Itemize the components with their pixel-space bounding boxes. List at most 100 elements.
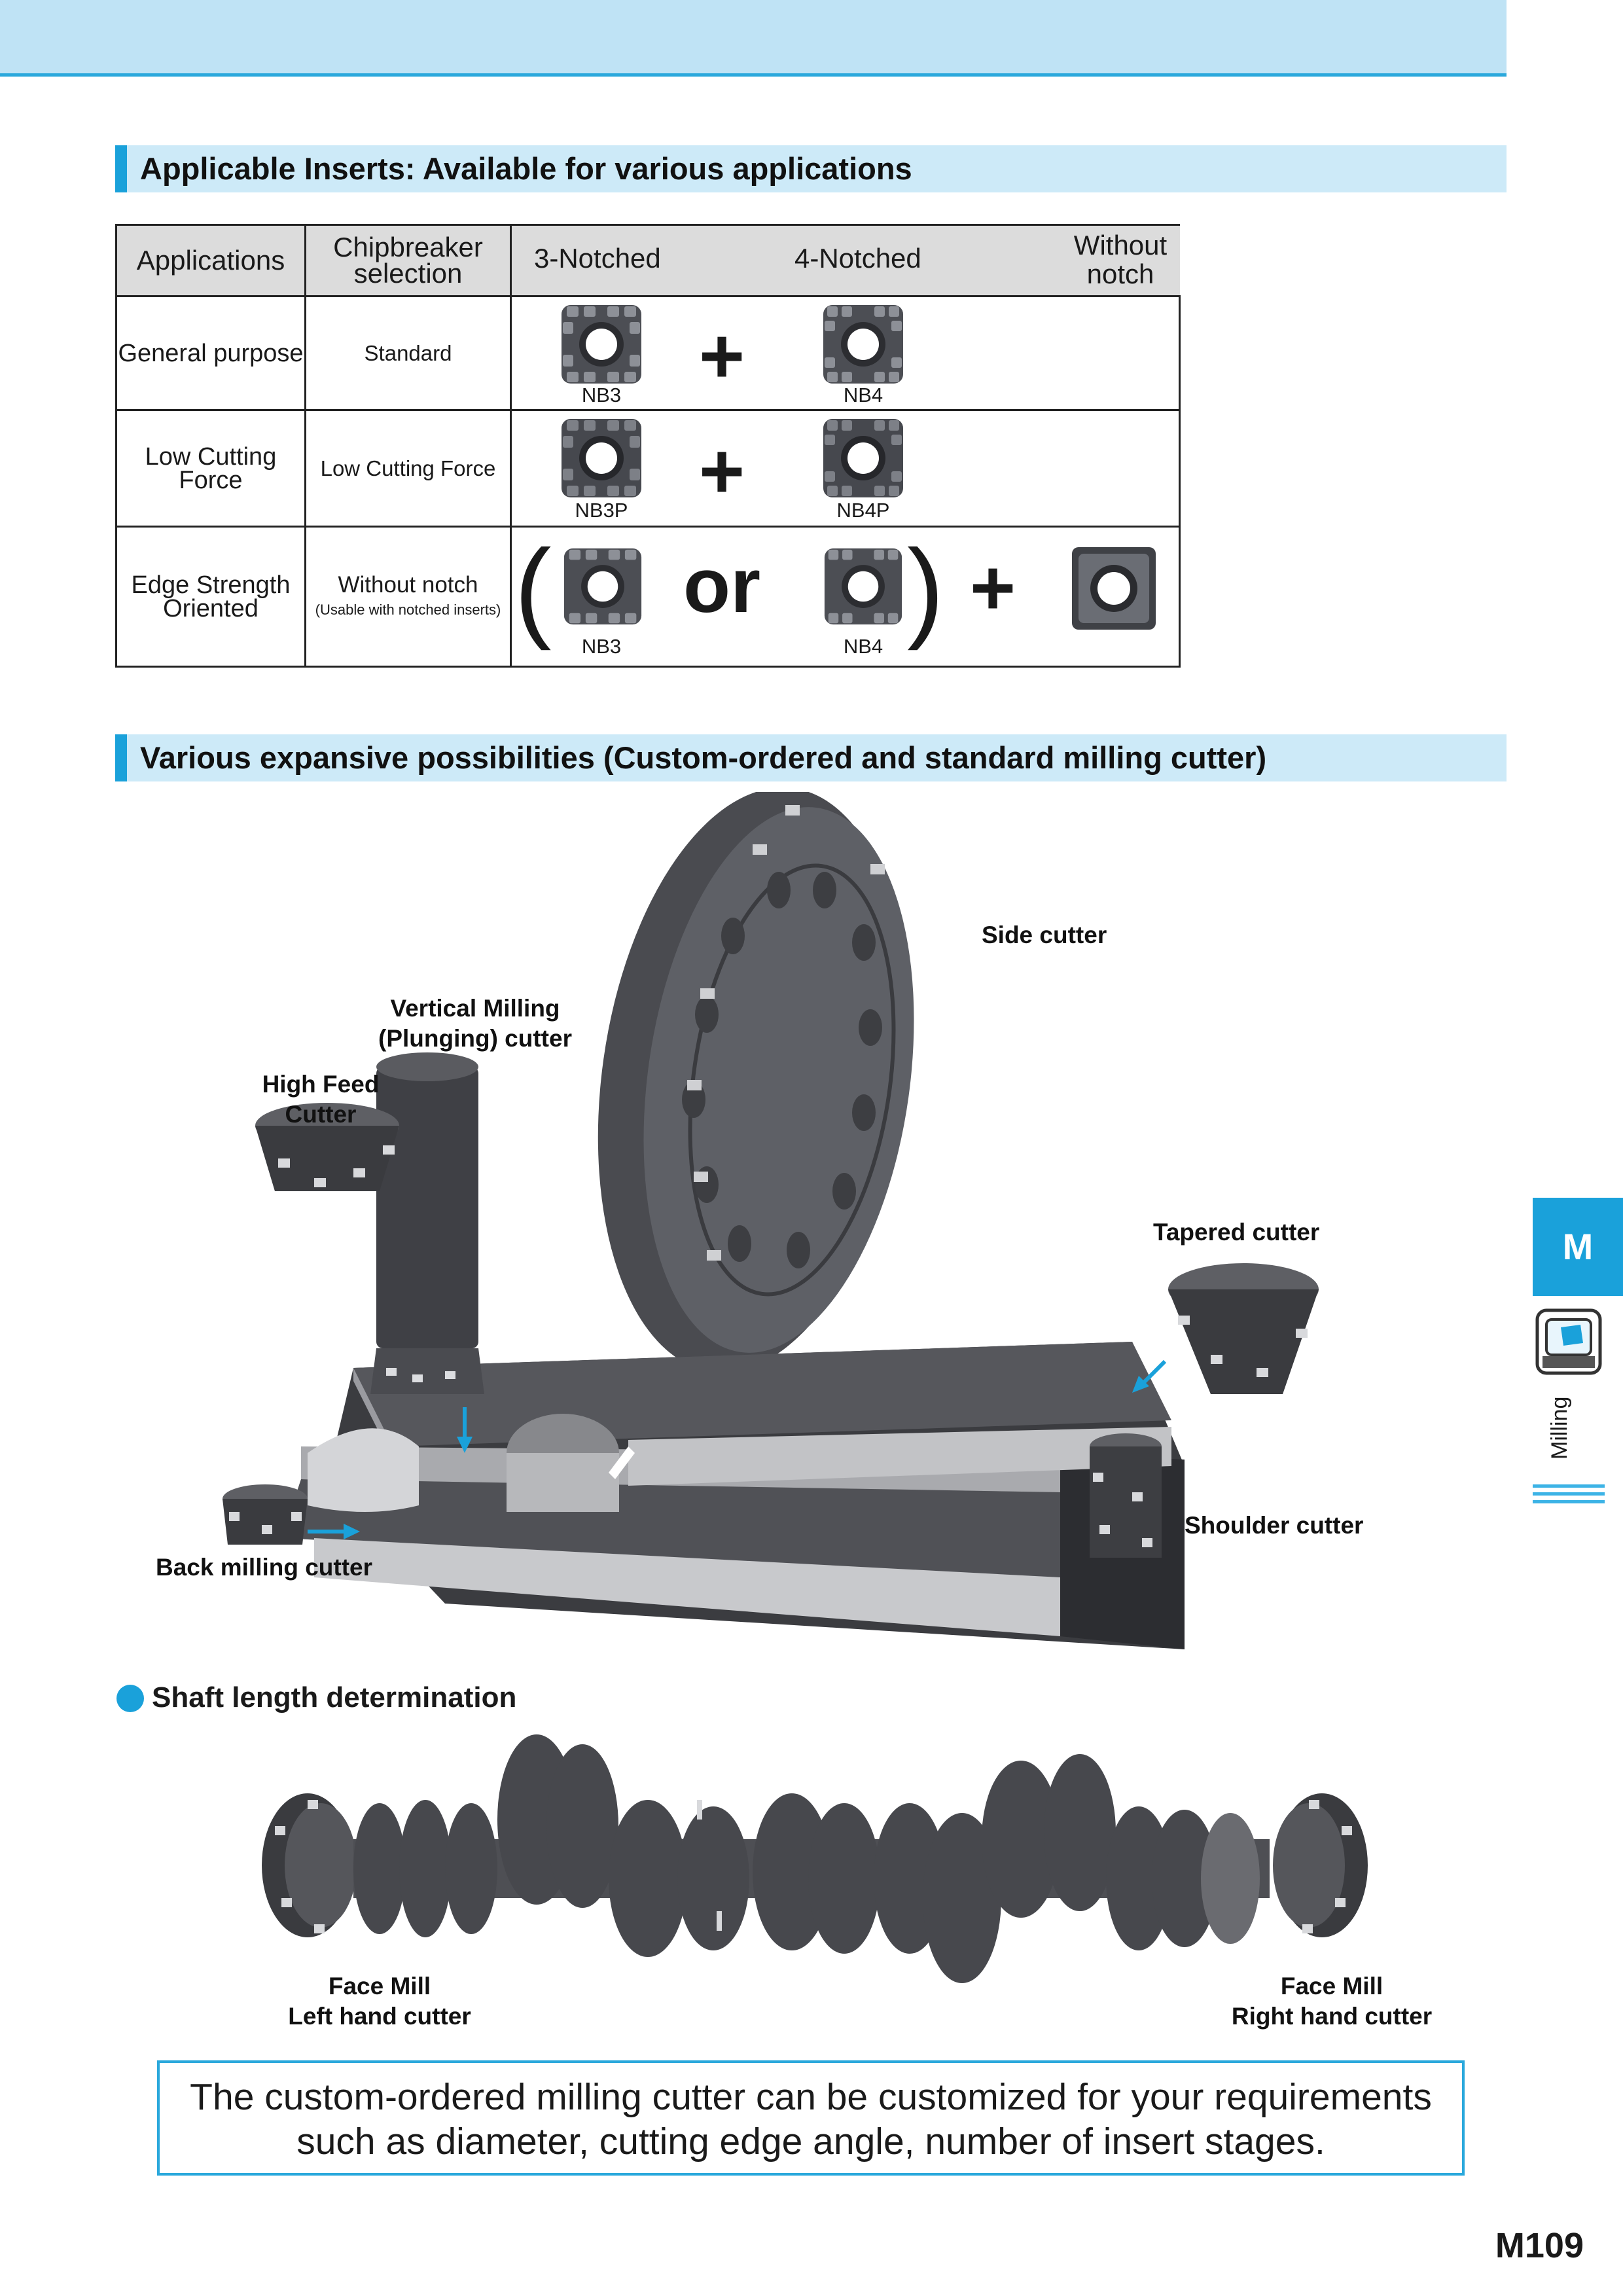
note-line1: The custom-ordered milling cutter can be… bbox=[190, 2076, 1432, 2118]
category-tab-m[interactable]: M bbox=[1533, 1198, 1623, 1296]
label-vertical-line2: (Plunging) cutter bbox=[378, 1025, 572, 1052]
cell-chipbreaker: Low Cutting Force bbox=[304, 409, 512, 528]
chip-label: Standard bbox=[364, 340, 452, 365]
or-word: or bbox=[683, 543, 760, 629]
cell-chipbreaker: Standard bbox=[304, 295, 512, 411]
header-4-notched: 4-Notched bbox=[794, 243, 921, 274]
cell-application: General purpose bbox=[115, 295, 306, 411]
tapered-cutter bbox=[1168, 1263, 1319, 1394]
shoulder-cutter bbox=[1090, 1433, 1162, 1558]
note-line2: such as diameter, cutting edge angle, nu… bbox=[296, 2121, 1325, 2162]
section-header-possibilities: Various expansive possibilities (Custom-… bbox=[115, 734, 1507, 781]
header-applications: Applications bbox=[115, 224, 306, 297]
section-marker bbox=[115, 145, 127, 192]
label-vertical-line1: Vertical Milling bbox=[390, 995, 560, 1022]
cutters-illustration bbox=[223, 792, 1319, 1649]
divider-stripe bbox=[1533, 1492, 1605, 1496]
header-3-notched: 3-Notched bbox=[534, 243, 661, 274]
insert-code: NB4 bbox=[843, 635, 883, 658]
app-label-line2: Force bbox=[179, 466, 243, 494]
insert-4-notched-icon bbox=[823, 305, 903, 384]
insert-code: NB4 bbox=[843, 384, 883, 406]
label-shoulder-cutter: Shoulder cutter bbox=[1185, 1512, 1364, 1539]
insert-4-notched-icon bbox=[824, 548, 902, 625]
insert-code: NB3 bbox=[581, 384, 622, 406]
label-side-cutter: Side cutter bbox=[982, 922, 1107, 948]
insert-3-notched-p-icon bbox=[562, 419, 641, 497]
app-label: General purpose bbox=[118, 339, 304, 367]
chip-label: Without notch bbox=[338, 572, 478, 598]
plus-symbol: + bbox=[699, 312, 745, 400]
section-title: Applicable Inserts: Available for variou… bbox=[140, 151, 912, 186]
divider-stripe bbox=[1533, 1500, 1605, 1503]
insert-3-notched-icon bbox=[563, 548, 642, 625]
chip-label: Low Cutting Force bbox=[320, 456, 496, 480]
label-left-line1: Face Mill bbox=[328, 1973, 431, 2000]
app-label-line1: Edge Strength bbox=[131, 571, 291, 599]
label-right-line2: Right hand cutter bbox=[1231, 2003, 1433, 2030]
side-cutter-disc bbox=[597, 792, 914, 1372]
label-back-milling: Back milling cutter bbox=[156, 1554, 373, 1581]
crankshaft-illustration bbox=[262, 1734, 1368, 1983]
crankshaft-body bbox=[353, 1734, 1270, 1983]
divider-stripe bbox=[1533, 1484, 1605, 1488]
insert-code: NB3P bbox=[575, 499, 628, 522]
section-marker bbox=[115, 734, 127, 781]
bullet-dot bbox=[116, 1685, 144, 1712]
custom-order-note: The custom-ordered milling cutter can be… bbox=[157, 2060, 1465, 2176]
header-chipbreaker-line2: selection bbox=[353, 258, 463, 289]
plus-symbol: + bbox=[970, 544, 1016, 632]
insert-3-notched-icon bbox=[562, 305, 641, 384]
label-left-line2: Left hand cutter bbox=[288, 2003, 471, 2030]
label-tapered-cutter: Tapered cutter bbox=[1153, 1219, 1320, 1246]
top-header-bar bbox=[0, 0, 1507, 77]
vertical-milling-cutter bbox=[370, 1052, 484, 1394]
category-label: Milling bbox=[1533, 1388, 1605, 1473]
category-label-text: Milling bbox=[1547, 1396, 1572, 1460]
close-paren: ) bbox=[907, 527, 944, 651]
insert-code: NB3 bbox=[581, 635, 622, 658]
left-face-mill bbox=[262, 1793, 357, 1937]
cell-inserts: NB3P + NB4P bbox=[510, 409, 1181, 528]
header-without-line2: notch bbox=[1086, 259, 1154, 289]
header-without-line1: Without bbox=[1073, 230, 1168, 260]
page-number: M109 bbox=[1495, 2226, 1584, 2265]
table-row: General purpose Standard NB3 + NB4 bbox=[115, 295, 1181, 411]
cell-chipbreaker: Without notch (Usable with notched insert… bbox=[304, 526, 512, 668]
chip-sublabel: (Usable with notched inserts) bbox=[315, 601, 501, 618]
milling-category-icon bbox=[1535, 1308, 1602, 1375]
header-chipbreaker-line1: Chipbreaker bbox=[333, 232, 483, 262]
insert-code: NB4P bbox=[836, 499, 890, 522]
plus-symbol: + bbox=[699, 427, 745, 515]
high-feed-cutter bbox=[255, 1103, 399, 1191]
label-highfeed-line1: High Feed bbox=[262, 1071, 380, 1098]
cell-inserts: ( NB3 or NB4 ) + bbox=[510, 526, 1181, 668]
label-highfeed-line2: Cutter bbox=[285, 1101, 357, 1128]
section-title: Various expansive possibilities (Custom-… bbox=[140, 740, 1267, 775]
insert-without-notch-icon bbox=[1072, 547, 1156, 630]
back-milling-cutter bbox=[223, 1484, 308, 1545]
open-paren: ( bbox=[514, 527, 552, 651]
insert-4-notched-p-icon bbox=[823, 419, 903, 497]
workpiece-block bbox=[281, 1342, 1185, 1649]
shaft-section-title: Shaft length determination bbox=[152, 1681, 517, 1713]
app-label-line2: Oriented bbox=[163, 594, 259, 622]
cell-inserts: NB3 + NB4 bbox=[510, 295, 1181, 411]
label-right-line1: Face Mill bbox=[1280, 1973, 1383, 2000]
app-label-line1: Low Cutting bbox=[145, 442, 277, 471]
right-face-mill bbox=[1273, 1793, 1368, 1937]
label-vertical-milling: Vertical Milling (Plunging) cutter bbox=[361, 994, 589, 1054]
section-header-inserts: Applicable Inserts: Available for variou… bbox=[115, 145, 1507, 192]
